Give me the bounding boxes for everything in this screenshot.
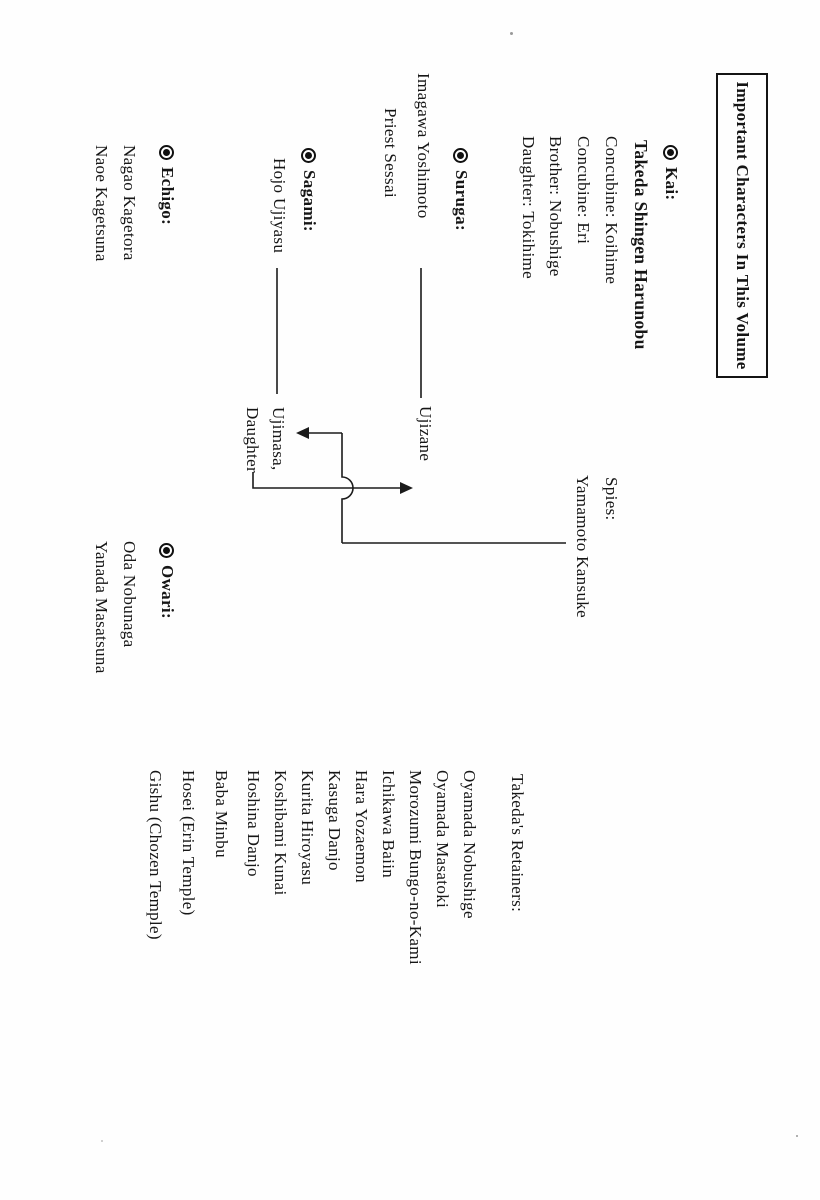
name-takeda-shingen: Takeda Shingen Harunobu (631, 140, 651, 350)
line-kansuke-cross-bridge (341, 433, 354, 543)
name-hojo-daughter: Daughter (243, 407, 262, 473)
bullet-icon (159, 543, 175, 558)
section-heading-suruga: Suruga: (450, 148, 472, 231)
bullet-icon (301, 148, 317, 163)
retainer-name: Kurita Hiroyasu (298, 770, 317, 886)
section-heading-owari-label: Owari: (158, 565, 177, 619)
retainer-name: Hosei (Erin Temple) (179, 770, 198, 916)
retainer-name: Baba Minbu (212, 770, 231, 858)
name-yanada-masatsuna: Yanada Masatsuna (92, 541, 111, 674)
retainer-name: Gishu (Chozen Temple) (146, 770, 165, 940)
name-nagao-kagetora: Nagao Kagetora (120, 145, 139, 261)
retainer-name: Morozumi Bungo-no-Kami (406, 770, 425, 965)
kai-member-koihime: Concubine: Koihime (602, 136, 621, 285)
scan-speck (510, 32, 513, 35)
retainer-name: Kasuga Danjo (325, 770, 344, 871)
section-heading-kai-label: Kai: (662, 167, 681, 201)
name-priest-sessai: Priest Sessai (381, 108, 400, 198)
kai-member-nobushige: Brother: Nobushige (546, 136, 565, 277)
section-heading-kai: Kai: (660, 145, 682, 200)
retainer-name: Hara Yozaemon (352, 770, 371, 884)
retainer-name: Hoshina Danjo (244, 770, 263, 877)
scan-speck (796, 1135, 798, 1137)
section-heading-echigo: Echigo: (156, 145, 178, 225)
line-daughter-to-ujizane (252, 472, 402, 489)
name-ujizane: Ujizane (416, 406, 435, 462)
retainers-heading: Takeda's Retainers: (508, 774, 527, 913)
arrowhead-up-to-ujizane (400, 482, 413, 494)
arrowhead-down-to-ujimasa (296, 427, 309, 439)
retainer-name: Oyamada Masatoki (433, 770, 452, 909)
scan-speck (101, 1140, 103, 1142)
section-heading-sagami-label: Sagami: (300, 170, 319, 232)
spies-label: Spies: (602, 477, 621, 521)
section-heading-sagami: Sagami: (298, 148, 320, 232)
retainer-name: Ichikawa Baiin (379, 770, 398, 879)
bullet-icon (159, 145, 175, 160)
name-naoe-kagetsuna: Naoe Kagetsuna (92, 145, 111, 262)
kai-member-eri: Concubine: Eri (574, 136, 593, 245)
section-heading-echigo-label: Echigo: (158, 167, 177, 226)
name-imagawa-yoshimoto: Imagawa Yoshimoto (414, 73, 433, 219)
name-oda-nobunaga: Oda Nobunaga (120, 541, 139, 648)
retainer-name: Koshibami Kunai (271, 770, 290, 896)
bullet-icon (663, 145, 679, 160)
section-heading-owari: Owari: (156, 543, 178, 619)
retainer-name: Oyamada Nobushige (460, 770, 479, 919)
kai-member-tokihime: Daughter: Tokihime (519, 136, 538, 279)
name-hojo-ujiyasu: Hojo Ujiyasu (270, 158, 289, 254)
name-yamamoto-kansuke: Yamamoto Kansuke (573, 475, 592, 619)
bullet-icon (453, 148, 469, 163)
section-heading-suruga-label: Suruga: (452, 170, 471, 231)
name-ujimasa: Ujimasa, (269, 407, 288, 471)
